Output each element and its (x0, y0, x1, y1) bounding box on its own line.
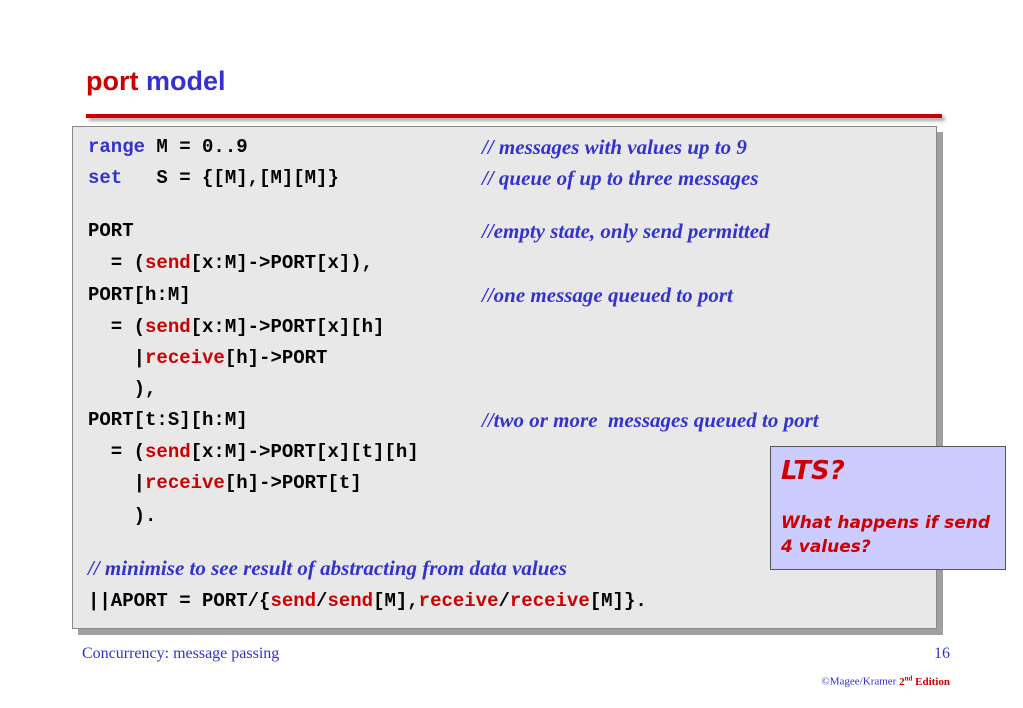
action-receive: receive (418, 590, 499, 612)
code-suffix: [h]->PORT (224, 347, 328, 369)
aport-end: [M]}. (589, 590, 647, 612)
page-number: 16 (934, 645, 950, 662)
footer-course-title: Concurrency: message passing (82, 645, 280, 662)
code-suffix: [h]->PORT[t] (224, 472, 362, 494)
code-line-port-one-close: ), (88, 378, 157, 400)
copyright-authors: ©Magee/Kramer (821, 675, 900, 688)
action-send: send (270, 590, 317, 612)
comment-range: // messages with values up to 9 (482, 135, 747, 159)
callout-title: LTS? (781, 456, 845, 486)
code-line-port-one-send: = (send[x:M]->PORT[x][h] (88, 314, 385, 340)
code-line-aport: ||APORT = PORT/{send/send[M],receive/rec… (88, 588, 647, 614)
action-send: send (145, 252, 191, 274)
title-underline (86, 114, 942, 118)
slide-title: port model (86, 64, 226, 98)
code-suffix: [x:M]->PORT[x][t][h] (190, 441, 419, 463)
aport-prefix: ||APORT = PORT/{ (88, 590, 271, 612)
edition-superscript: nd (904, 674, 913, 682)
comment-set: // queue of up to three messages (482, 166, 759, 190)
copyright: ©Magee/Kramer 2nd Edition (720, 674, 950, 688)
code-prefix: | (88, 347, 146, 369)
slash: / (316, 590, 328, 612)
edition-number: 2 (899, 675, 905, 688)
edition-word: Edition (912, 675, 950, 688)
action-receive: receive (509, 590, 590, 612)
callout-body: What happens if send 4 values? (781, 513, 991, 557)
code-line-port-empty-body: = (send[x:M]->PORT[x]), (88, 250, 373, 276)
action-receive: receive (145, 347, 225, 369)
comment-port-empty: //empty state, only send permitted (482, 219, 770, 243)
code-line-set: set S = {[M],[M][M]} (88, 165, 339, 191)
code-prefix: | (88, 472, 146, 494)
action-send: send (145, 316, 191, 338)
action-send: send (145, 441, 191, 463)
title-word-model: model (146, 66, 226, 96)
edition: 2nd Edition (899, 674, 950, 688)
slash: / (498, 590, 510, 612)
comment-port-two: //two or more messages queued to port (482, 408, 819, 432)
comment-port-one: //one message queued to port (482, 283, 733, 307)
code-suffix: [x:M]->PORT[x]), (190, 252, 374, 274)
action-receive: receive (145, 472, 225, 494)
code-line-port-empty: PORT (88, 220, 134, 242)
code-line-port-two-receive: |receive[h]->PORT[t] (88, 470, 362, 496)
aport-middle: [M], (373, 590, 419, 612)
lts-callout: LTS? What happens if send 4 values? (770, 446, 1006, 570)
title-word-port: port (86, 66, 139, 96)
range-definition: M = 0..9 (145, 136, 248, 158)
code-line-port-two: PORT[t:S][h:M] (88, 409, 248, 431)
code-prefix: = ( (88, 252, 146, 274)
set-definition: S = {[M],[M][M]} (122, 167, 339, 189)
code-prefix: = ( (88, 441, 146, 463)
code-line-port-two-send: = (send[x:M]->PORT[x][t][h] (88, 439, 419, 465)
keyword-range: range (88, 136, 146, 158)
code-prefix: = ( (88, 316, 146, 338)
code-line-range: range M = 0..9 (88, 134, 248, 160)
comment-minimise: // minimise to see result of abstracting… (88, 556, 567, 580)
code-line-port-two-close: ). (88, 505, 157, 527)
code-line-port-one-receive: |receive[h]->PORT (88, 345, 328, 371)
code-suffix: [x:M]->PORT[x][h] (190, 316, 385, 338)
code-line-port-one: PORT[h:M] (88, 284, 191, 306)
keyword-set: set (88, 167, 123, 189)
action-send: send (327, 590, 374, 612)
